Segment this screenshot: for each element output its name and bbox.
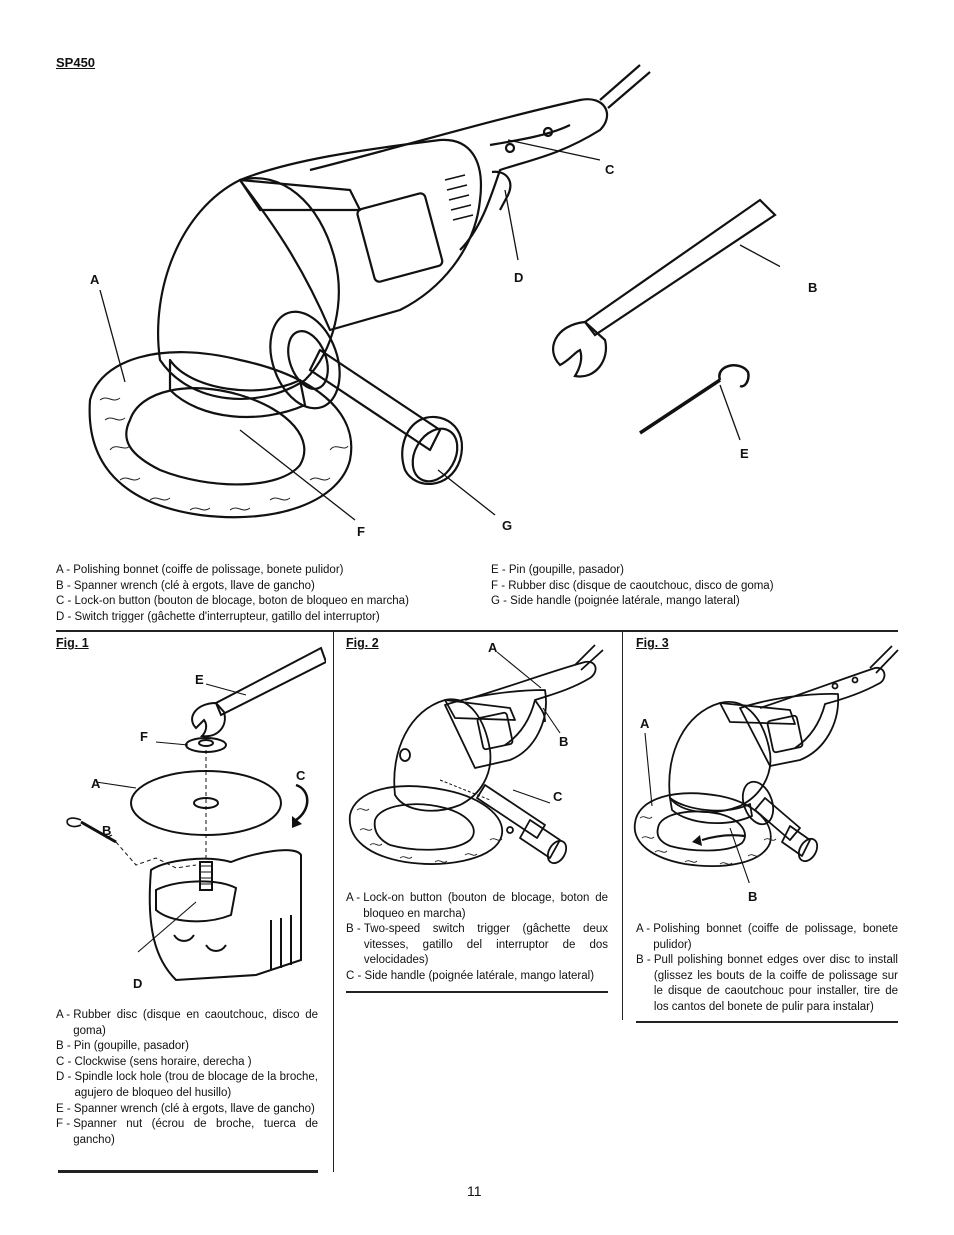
model-label: SP450	[56, 55, 96, 70]
legend-item: F - Rubber disc (disque de caoutchouc, d…	[491, 579, 774, 592]
caption-item: E - Spanner wrench (clé à ergots, llave …	[56, 1102, 315, 1115]
main-legend-left: A - Polishing bonnet (coiffe de polissag…	[56, 563, 409, 625]
callout-a: A	[90, 272, 100, 287]
legend-item: B - Spanner wrench (clé à ergots, llave …	[56, 579, 315, 592]
fig1-callout-d: D	[133, 976, 143, 991]
caption-item: D - Spindle lock hole (trou de blocage d…	[56, 1071, 318, 1099]
polisher-main-illustration	[88, 64, 780, 521]
fig2-callout-b: B	[559, 734, 569, 749]
legend-item: D - Switch trigger (gâchette d'interrupt…	[56, 610, 380, 623]
fig2-illustration	[348, 644, 604, 865]
caption-item: A - Rubber disc (disque en caoutchouc, d…	[56, 1009, 318, 1037]
fig1-title: Fig. 1	[56, 636, 89, 650]
fig2-captions: A - Lock-on button (bouton de blocage, b…	[346, 891, 608, 985]
caption-item: B - Pin (goupille, pasador)	[56, 1040, 189, 1053]
fig1-callout-c: C	[296, 768, 306, 783]
callout-c: C	[605, 162, 615, 177]
column-divider	[333, 630, 334, 1172]
caption-item: C - Clockwise (sens horaire, derecha )	[56, 1055, 252, 1068]
fig2-callout-c: C	[553, 789, 563, 804]
legend-item: G - Side handle (poignée latérale, mango…	[491, 595, 740, 607]
fig3-title: Fig. 3	[636, 636, 669, 650]
caption-item: B - Two-speed switch trigger (gâchette d…	[346, 923, 608, 967]
fig2-callout-a: A	[488, 640, 498, 655]
main-legend-right: E - Pin (goupille, pasador) F - Rubber d…	[491, 563, 774, 610]
legend-item: E - Pin (goupille, pasador)	[491, 564, 624, 576]
callout-b: B	[808, 280, 818, 295]
callout-e: E	[740, 446, 749, 461]
callout-d: D	[514, 270, 524, 285]
fig3-bottom-rule	[636, 1021, 898, 1023]
legend-item: A - Polishing bonnet (coiffe de polissag…	[56, 564, 344, 576]
page-number: 11	[467, 1183, 482, 1199]
caption-item: F - Spanner nut (écrou de broche, tuerca…	[56, 1118, 318, 1146]
fig1-callout-f: F	[140, 729, 148, 744]
fig1-illustration	[66, 646, 326, 982]
fig1-captions: A - Rubber disc (disque en caoutchouc, d…	[56, 1008, 318, 1148]
fig1-callout-b: B	[102, 823, 112, 838]
legend-item: C - Lock-on button (bouton de blocage, b…	[56, 595, 409, 607]
fig3-callout-b: B	[748, 889, 758, 904]
callout-g: G	[502, 518, 513, 533]
fig1-callout-a: A	[91, 776, 101, 791]
fig3-illustration	[633, 645, 899, 883]
fig2-bottom-rule	[346, 991, 608, 993]
callout-f: F	[357, 524, 365, 539]
fig3-callout-a: A	[640, 716, 650, 731]
caption-item: A - Polishing bonnet (coiffe de polissag…	[636, 923, 898, 951]
section-divider	[56, 630, 898, 632]
fig2-title: Fig. 2	[346, 636, 379, 650]
caption-item: C - Side handle (poignée latérale, mango…	[346, 969, 595, 982]
caption-item: B - Pull polishing bonnet edges over dis…	[636, 954, 898, 1013]
caption-item: A - Lock-on button (bouton de blocage, b…	[346, 892, 608, 920]
fig1-callout-e: E	[195, 672, 204, 687]
fig1-bottom-rule	[58, 1170, 318, 1173]
column-divider	[622, 630, 623, 1020]
fig3-captions: A - Polishing bonnet (coiffe de polissag…	[636, 922, 898, 1016]
